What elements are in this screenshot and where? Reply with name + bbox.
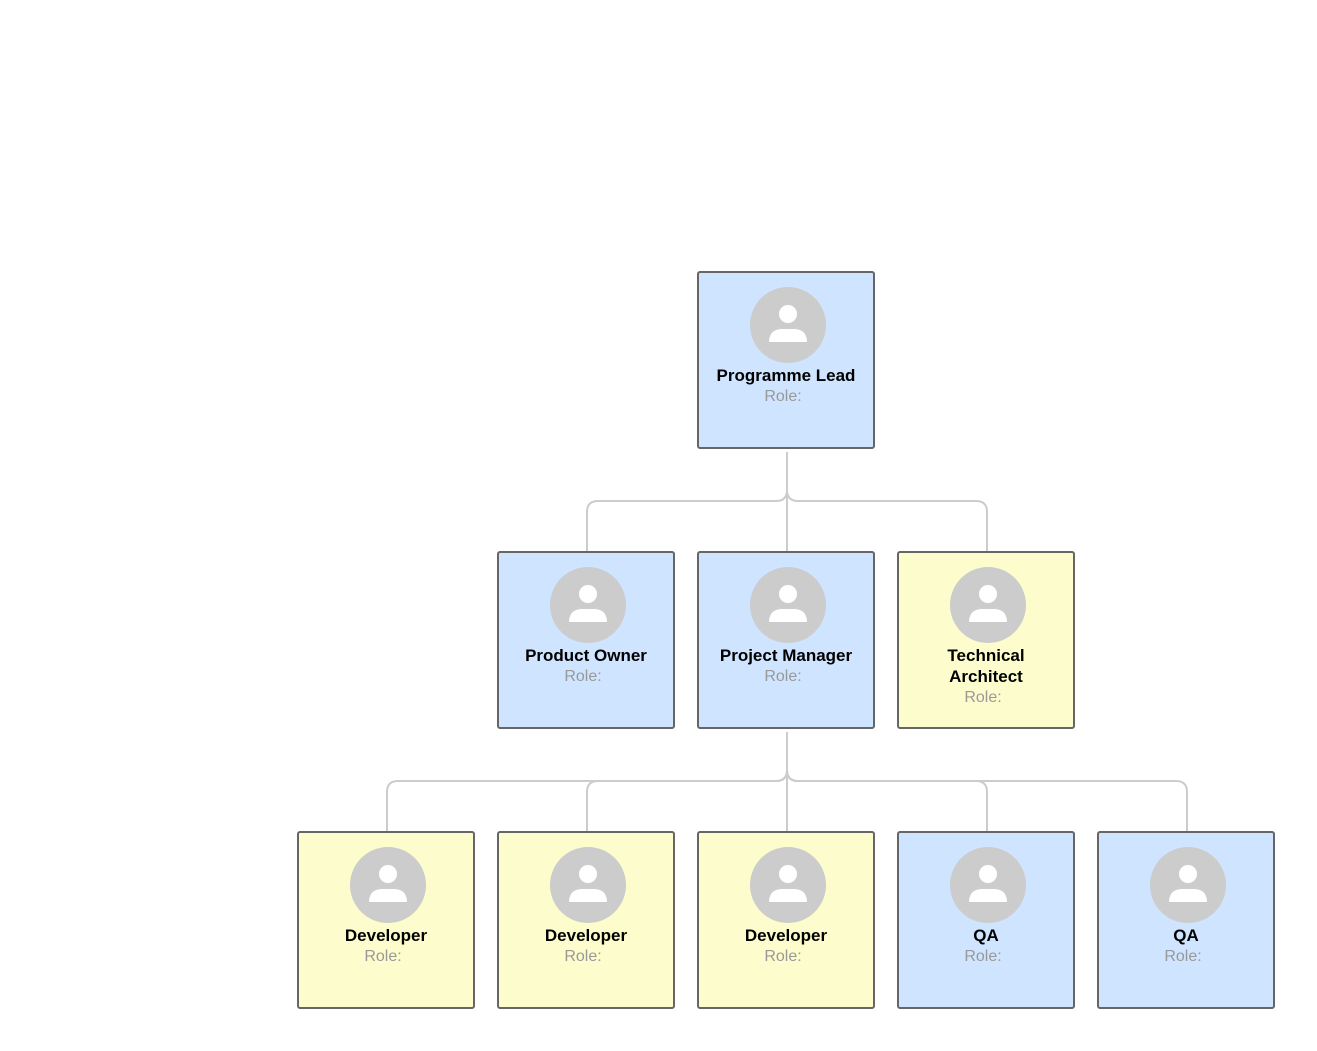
person-avatar-icon: [950, 567, 1026, 643]
node-role: Role:: [564, 948, 602, 965]
node-name: Developer: [344, 926, 428, 945]
node-name: Technical Architect: [947, 646, 1025, 686]
node-name: Developer: [544, 926, 628, 945]
node-name: Product Owner: [525, 646, 647, 665]
node-role: Role:: [964, 948, 1002, 965]
node-name: Programme Lead: [716, 366, 856, 385]
node-product-owner[interactable]: Product Owner Role:: [497, 551, 675, 729]
node-technical-architect[interactable]: Technical Architect Role:: [897, 551, 1075, 729]
node-role: Role:: [764, 388, 802, 405]
connector-project-manager-to-developer-2: [586, 732, 788, 831]
node-developer-1[interactable]: Developer Role:: [297, 831, 475, 1009]
node-developer-2[interactable]: Developer Role:: [497, 831, 675, 1009]
node-role: Role:: [964, 689, 1002, 706]
node-role: Role:: [764, 948, 802, 965]
person-avatar-icon: [750, 567, 826, 643]
node-name: Project Manager: [719, 646, 853, 665]
node-role: Role:: [564, 668, 602, 685]
person-avatar-icon: [750, 847, 826, 923]
person-avatar-icon: [1150, 847, 1226, 923]
node-programme-lead[interactable]: Programme Lead Role:: [697, 271, 875, 449]
connector-programme-lead-to-technical-architect: [786, 452, 988, 551]
person-avatar-icon: [550, 847, 626, 923]
node-role: Role:: [1164, 948, 1202, 965]
person-avatar-icon: [550, 567, 626, 643]
node-project-manager[interactable]: Project Manager Role:: [697, 551, 875, 729]
node-qa-2[interactable]: QA Role:: [1097, 831, 1275, 1009]
node-role: Role:: [364, 948, 402, 965]
person-avatar-icon: [950, 847, 1026, 923]
node-role: Role:: [764, 668, 802, 685]
connector-programme-lead-to-product-owner: [586, 452, 788, 551]
node-developer-3[interactable]: Developer Role:: [697, 831, 875, 1009]
person-avatar-icon: [350, 847, 426, 923]
node-name: QA: [973, 926, 999, 945]
node-qa-1[interactable]: QA Role:: [897, 831, 1075, 1009]
node-name: Developer: [744, 926, 828, 945]
connector-project-manager-to-qa-2: [786, 732, 1188, 831]
node-name: QA: [1173, 926, 1199, 945]
person-avatar-icon: [750, 287, 826, 363]
